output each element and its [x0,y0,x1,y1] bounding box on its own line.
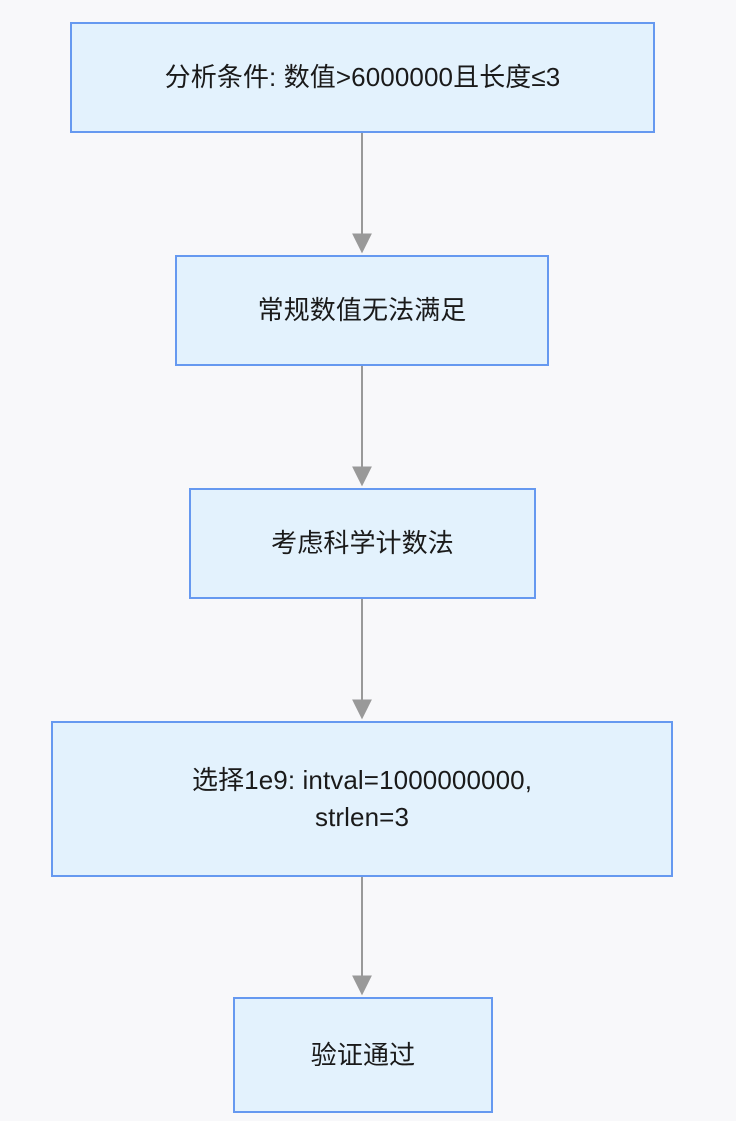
flow-node-condition[interactable]: 分析条件: 数值>6000000且长度≤3 [70,22,655,133]
flow-node-choose-1e9-label: 选择1e9: intval=1000000000, strlen=3 [191,765,533,832]
flow-node-scientific-label: 考虑科学计数法 [271,528,454,559]
flow-node-verified-label: 验证通过 [310,1039,416,1070]
flow-node-scientific[interactable]: 考虑科学计数法 [189,488,536,599]
flow-node-verified[interactable]: 验证通过 [233,997,493,1113]
flow-node-choose-1e9[interactable]: 选择1e9: intval=1000000000, strlen=3 [51,721,673,877]
flow-node-normal-fail-label: 常规数值无法满足 [257,295,467,326]
flow-node-condition-label: 分析条件: 数值>6000000且长度≤3 [164,62,561,93]
flow-node-normal-fail[interactable]: 常规数值无法满足 [175,255,549,366]
